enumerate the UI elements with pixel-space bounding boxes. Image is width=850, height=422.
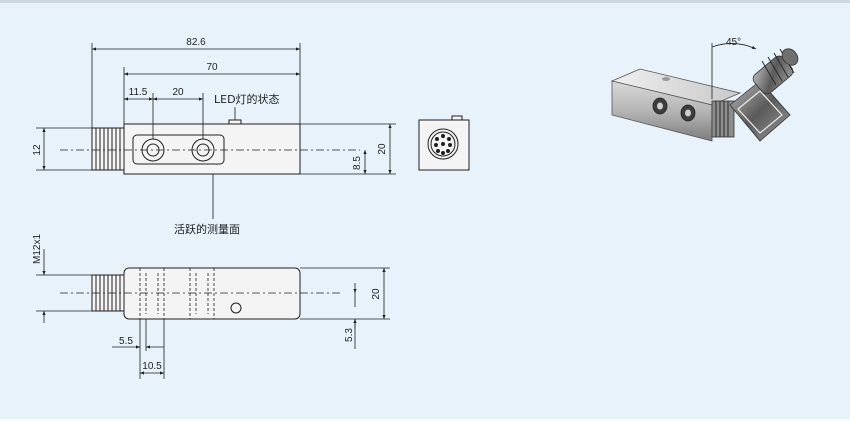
angle-label: 45° [726,37,741,48]
dim-connector-height: 12 [32,144,43,156]
dim-axis-height: 8.5 [352,156,363,170]
technical-drawing: 82.6 70 11.5 20 LED灯的状态 活跃的测量面 12 20 8.5 [32,37,799,379]
sensor-body-side [123,267,301,320]
angled-connector [729,80,791,142]
label-led-status: LED灯的状态 [214,92,280,106]
label-active-face: 活跃的测量面 [174,222,240,236]
dim-height-side: 20 [371,288,382,300]
dim-body-length: 70 [206,62,218,73]
cable [752,48,799,95]
hidden-holes [139,268,215,319]
led-indicator [228,119,242,125]
dim-axis-offset: 5.3 [344,328,355,342]
led-hole-side [230,302,242,314]
dim-overall-length: 82.6 [186,37,206,48]
top-view [36,43,396,219]
dim-hole-a: 5.5 [119,336,133,347]
dim-hole-b: 10.5 [142,361,162,372]
dim-hole-offset: 11.5 [129,87,148,98]
connector-top [91,127,125,171]
isometric-view [610,43,799,142]
end-view [418,115,470,171]
dim-hole-spacing: 20 [172,87,184,98]
side-view [36,249,390,379]
dim-thread: M12x1 [32,234,43,264]
dim-height-top: 20 [377,143,388,155]
